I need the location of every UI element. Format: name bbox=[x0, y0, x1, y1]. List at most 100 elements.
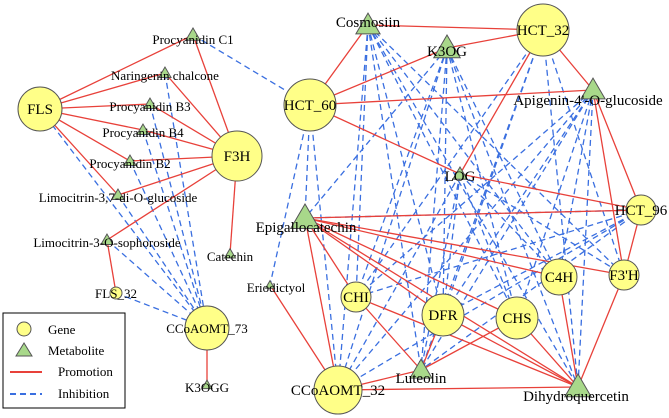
node-label-limo37: Limocitrin-3,7-di-O-glucoside bbox=[39, 190, 198, 205]
node-label-c4h: C4H bbox=[545, 270, 574, 286]
inhibition-edge-narin-ccoaomt73 bbox=[164, 72, 208, 329]
promotion-edge-hct32-log bbox=[459, 29, 544, 175]
gene-node-shape bbox=[608, 259, 640, 291]
node-label-f3h2: F3'H bbox=[609, 268, 639, 284]
inhibition-edge-k3og-luteolin bbox=[420, 47, 448, 371]
inhibition-edge-log-f3h2 bbox=[459, 173, 625, 276]
metabolite-node-shape bbox=[355, 12, 381, 35]
metabolite-node-shape bbox=[111, 188, 125, 200]
metabolite-node-shape bbox=[223, 247, 237, 259]
promotion-edge-apig-hct96 bbox=[592, 89, 642, 211]
legend-gene-swatch bbox=[16, 321, 32, 337]
inhibition-edge-apig-chs bbox=[516, 89, 594, 319]
metabolite-node-shape bbox=[580, 77, 606, 100]
node-label-f3h: F3H bbox=[224, 149, 251, 165]
inhibition-edge-hct32-f3h2 bbox=[542, 29, 625, 276]
node-label-catechin: Catechin bbox=[207, 249, 254, 264]
inhibition-edge-k3og-chs bbox=[446, 47, 518, 319]
metabolite-node-shape bbox=[563, 373, 593, 398]
inhibition-edge-log-chs bbox=[459, 173, 518, 319]
node-c4h: C4H bbox=[540, 258, 578, 296]
gene-node-shape bbox=[540, 258, 578, 296]
inhibition-edge-cosmosiin-ccoaomt32 bbox=[337, 24, 369, 391]
node-apig: Apigenin-4'-O-glucoside bbox=[513, 77, 663, 109]
promotion-edge-hct60-apig bbox=[309, 89, 594, 106]
promotion-edge-ccoaomt32-dihydro bbox=[337, 386, 579, 391]
inhibition-edge-log-ccoaomt32 bbox=[337, 173, 461, 391]
promotion-edge-f3h-limo3s bbox=[106, 155, 238, 241]
node-label-procB2: Procyanidin B2 bbox=[89, 156, 170, 171]
node-f3h2: F3'H bbox=[608, 259, 640, 291]
inhibition-edge-k3og-c4h bbox=[446, 47, 560, 278]
legend-metabolite-label: Metabolite bbox=[48, 343, 105, 358]
metabolite-node-shape bbox=[201, 379, 213, 390]
node-k3ogg: K3OGG bbox=[185, 379, 229, 395]
node-label-eriod: Eriodictyol bbox=[247, 280, 306, 295]
gene-node-shape bbox=[625, 194, 657, 226]
node-label-cosmosiin: Cosmosiin bbox=[336, 15, 401, 31]
inhibition-edge-limo37-ccoaomt73 bbox=[117, 194, 208, 329]
node-label-hct96: HCT_96 bbox=[615, 203, 668, 219]
gene-node-shape bbox=[283, 78, 337, 132]
inhibition-edge-hct32-dihydro bbox=[542, 29, 579, 388]
node-chi: CHI bbox=[340, 281, 372, 313]
inhibition-edge-log-c4h bbox=[459, 173, 560, 278]
inhibition-edge-fls-ccoaomt73 bbox=[39, 108, 208, 329]
metabolite-node-shape bbox=[451, 165, 469, 180]
gene-node-shape bbox=[516, 3, 570, 57]
node-procB3: Procyanidin B3 bbox=[109, 97, 191, 114]
node-narin: Naringenin chalcone bbox=[111, 66, 219, 83]
inhibition-edge-k3og-chi bbox=[355, 47, 448, 298]
inhibition-edge-procB4-ccoaomt73 bbox=[142, 129, 208, 329]
promotion-edge-epigallo-c4h bbox=[304, 217, 560, 278]
node-f3h: F3H bbox=[211, 130, 263, 182]
node-label-k3ogg: K3OGG bbox=[185, 380, 229, 395]
promotion-edge-epigallo-chs bbox=[304, 217, 518, 319]
node-procB4: Procyanidin B4 bbox=[102, 123, 184, 140]
node-label-hct60: HCT_60 bbox=[284, 98, 337, 114]
node-label-fls32: FLS_32 bbox=[95, 286, 137, 301]
inhibition-edge-apig-ccoaomt32 bbox=[337, 89, 594, 391]
node-eriod: Eriodictyol bbox=[247, 279, 306, 295]
promotion-edge-epigallo-chi bbox=[304, 217, 357, 298]
node-hct60: HCT_60 bbox=[283, 78, 337, 132]
promotion-edge-log-hct96 bbox=[459, 173, 642, 211]
node-k3og: K3OG bbox=[427, 34, 467, 60]
legend: Gene Metabolite Promotion Inhibition bbox=[2, 312, 126, 409]
node-label-narin: Naringenin chalcone bbox=[111, 68, 219, 83]
node-label-chs: CHS bbox=[502, 311, 531, 327]
inhibition-edge-cosmosiin-chs bbox=[367, 24, 518, 319]
node-label-procB4: Procyanidin B4 bbox=[102, 125, 184, 140]
promotion-edge-cosmosiin-hct32 bbox=[367, 24, 544, 31]
inhibition-edge-k3og-epigallo bbox=[304, 47, 448, 219]
promotion-edge-dihydro-f3h2 bbox=[577, 274, 625, 388]
legend-gene-label: Gene bbox=[48, 322, 76, 337]
inhibition-edge-hct96-luteolin bbox=[420, 209, 642, 371]
inhibition-edge-hct60-epigallo bbox=[304, 104, 311, 219]
inhibition-edge-procB2-ccoaomt73 bbox=[129, 160, 208, 329]
promotion-edge-dihydro-c4h bbox=[558, 276, 579, 388]
metabolite-node-shape bbox=[100, 233, 114, 245]
inhibition-edge-cosmosiin-chi bbox=[355, 24, 369, 298]
inhibition-edge-cosmosiin-luteolin bbox=[367, 24, 422, 371]
promotion-edge-epigallo-dfr bbox=[304, 217, 444, 316]
node-label-hct32: HCT_32 bbox=[517, 23, 570, 39]
node-label-log: LOG bbox=[445, 169, 476, 185]
nodes-layer: FLSF3HFLS_32CCoAOMT_73HCT_60HCT_32HCT_96… bbox=[17, 3, 668, 415]
gene-node-shape bbox=[313, 365, 363, 415]
node-hct32: HCT_32 bbox=[516, 3, 570, 57]
inhibition-edge-log-luteolin bbox=[420, 173, 461, 371]
inhibition-edge-hct96-ccoaomt32 bbox=[337, 209, 642, 391]
node-limo3s: Limocitrin-3-O-sophoroside bbox=[33, 233, 181, 250]
metabolite-node-shape bbox=[158, 66, 172, 78]
node-procB2: Procyanidin B2 bbox=[89, 154, 171, 171]
metabolite-node-shape bbox=[123, 154, 137, 166]
metabolite-node-shape bbox=[432, 34, 462, 59]
inhibition-edge-hct60-eriod bbox=[269, 104, 311, 286]
node-label-limo3s: Limocitrin-3-O-sophoroside bbox=[33, 235, 181, 250]
gene-node-shape bbox=[495, 296, 539, 340]
node-dihydro: Dihydroquercetin bbox=[523, 373, 629, 405]
node-label-apig: Apigenin-4'-O-glucoside bbox=[513, 93, 663, 109]
node-epigallo: Epigallocatechin bbox=[256, 202, 357, 236]
